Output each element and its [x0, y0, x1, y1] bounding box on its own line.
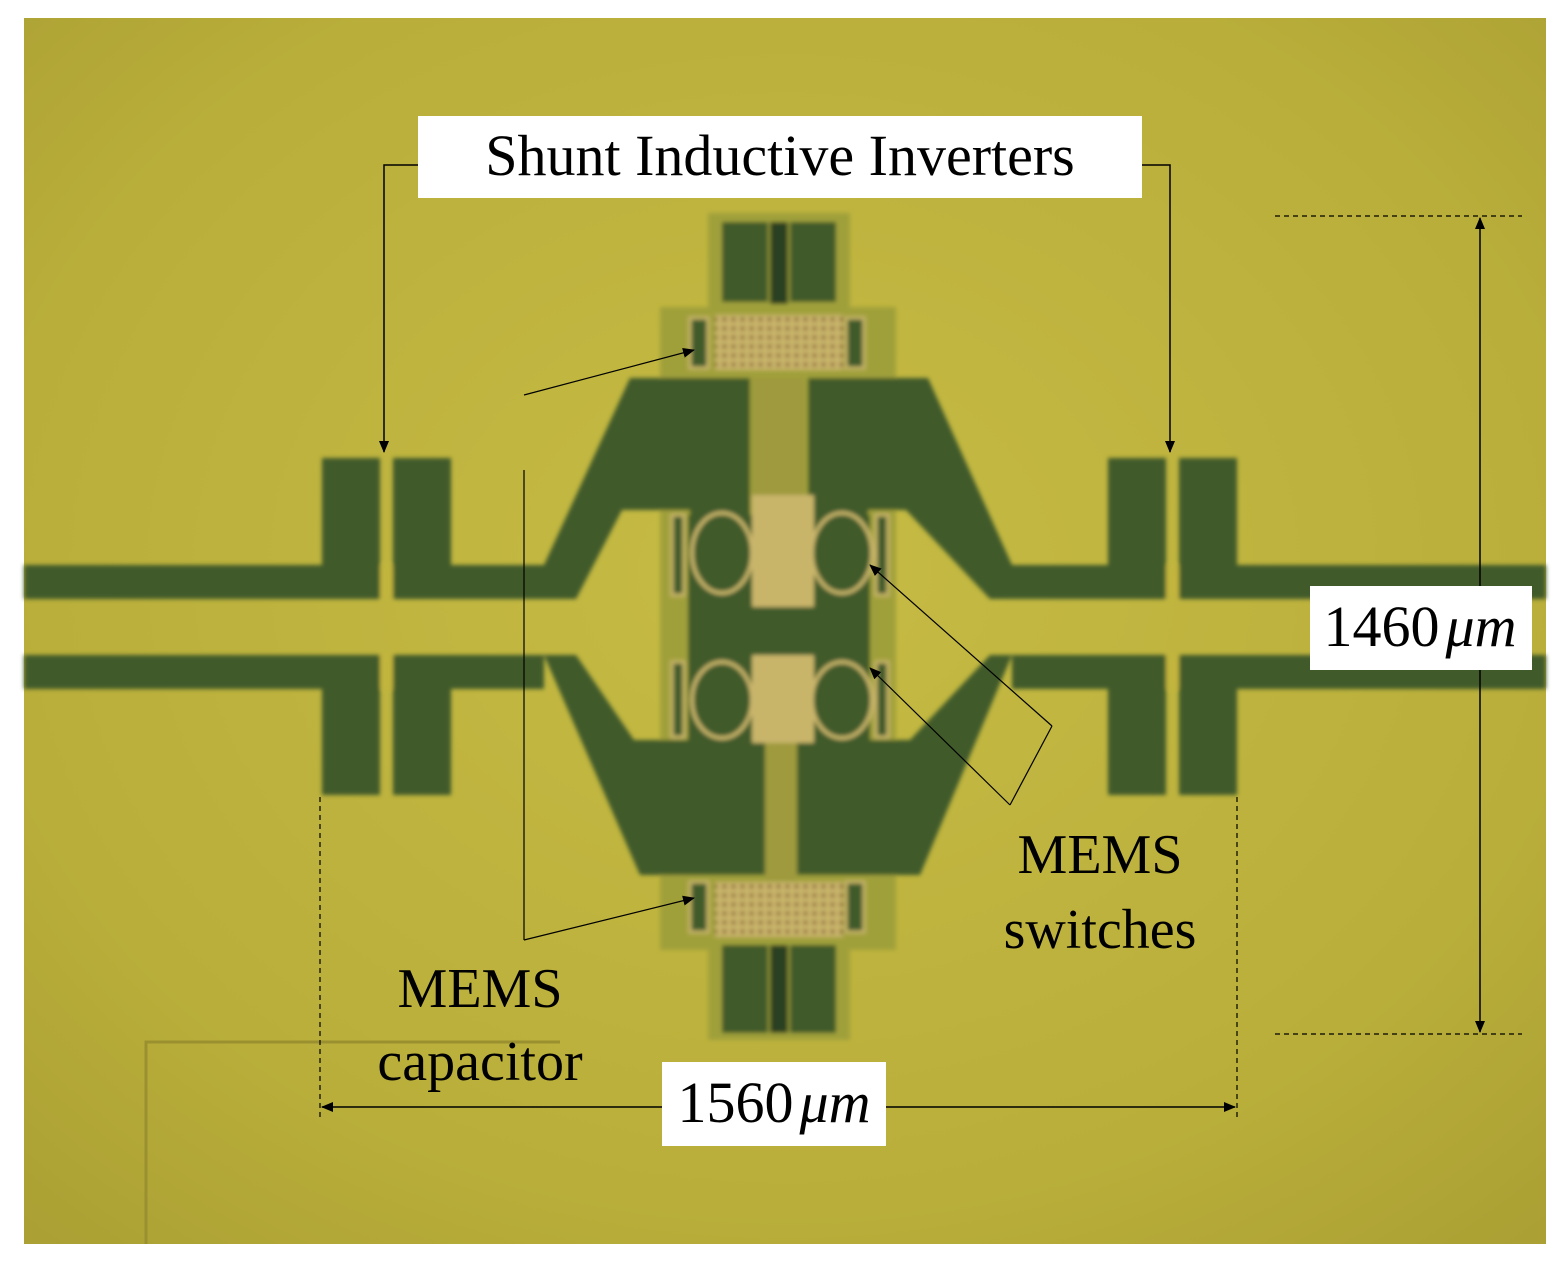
left-inverter-stub-bottom-1: [322, 685, 380, 795]
right-inverter-gap-top: [1166, 565, 1179, 599]
switches-label-line2: switches: [1004, 899, 1197, 961]
right-inverter-gap-bottom: [1166, 655, 1179, 689]
left-inverter-gap-top: [380, 565, 393, 599]
mems-switch-top-left-lobe: [690, 511, 754, 595]
capacitor-leader-top: [523, 347, 695, 396]
height-unit: μm: [1445, 594, 1517, 659]
mems-switch-bottom-center: [752, 655, 814, 743]
mems-switch-bottom-anchor-left: [670, 660, 686, 739]
stem-bottom-slot: [770, 945, 788, 1033]
annotations: [319, 164, 1522, 1118]
switches-leader-top: [869, 564, 1053, 727]
right-inverter-stub-top-1: [1108, 458, 1166, 570]
center-strip-bottom: [765, 740, 797, 880]
mems-switch-top-anchor-left: [670, 513, 686, 597]
resonator-bottom-left: [544, 655, 765, 875]
mems-capacitor-top-pad-right: [844, 316, 866, 370]
width-value: 1560: [678, 1070, 794, 1135]
left-inverter-stub-bottom-2: [393, 685, 451, 795]
width-label-box: [662, 1062, 886, 1146]
mems-switch-bottom-right-lobe: [810, 660, 874, 740]
mems-switch-bottom-left-lobe: [690, 660, 754, 740]
stem-top-left: [722, 222, 768, 302]
inverters-leader: [379, 164, 420, 453]
left-inverter-stub-top-2: [393, 458, 451, 570]
mems-capacitor-bottom-pad-right: [844, 880, 866, 934]
substrate-edge-line: [144, 1040, 560, 1244]
resonator-top-left: [544, 378, 750, 599]
mems-capacitor-top-mesh: [715, 315, 843, 370]
switches-leader-join: [1009, 725, 1053, 806]
stem-top-right: [790, 222, 836, 302]
switches-leader-bottom: [869, 667, 1011, 806]
mems-capacitor-top-pad-left: [688, 316, 710, 370]
inverters-label: Shunt Inductive Inverters: [485, 123, 1075, 188]
left-inverter-stub-top-1: [322, 458, 380, 570]
stem-top-slot: [770, 222, 788, 304]
mems-capacitor-bottom-mesh: [715, 882, 843, 937]
resonator-top-right: [808, 378, 1012, 599]
feedline-left-bottom: [24, 655, 544, 689]
mems-switch-top-anchor-right: [874, 513, 890, 597]
right-inverter-stub-bottom-2: [1179, 685, 1237, 795]
height-value: 1460: [1324, 594, 1440, 659]
inverters-label-box: [418, 116, 1142, 198]
switches-label-line1: MEMS: [1018, 824, 1183, 886]
mems-switch-top-right-lobe: [810, 511, 874, 595]
width-unit: μm: [799, 1070, 871, 1135]
right-inverter-stub-bottom-1: [1108, 685, 1166, 795]
right-inverter-stub-top-2: [1179, 458, 1237, 570]
mems-switch-top-center: [752, 495, 814, 607]
capacitor-leader-bottom: [523, 895, 695, 941]
feedline-left-top: [24, 565, 544, 599]
capacitor-label-line2: capacitor: [377, 1031, 583, 1093]
height-label-box: [1310, 586, 1532, 670]
stem-bottom-right: [790, 945, 836, 1033]
mems-capacitor-bottom-pad-left: [688, 880, 710, 934]
left-inverter-gap-bottom: [380, 655, 393, 689]
filter-circuit: [24, 213, 1546, 1040]
resonator-bottom-right: [795, 655, 1012, 875]
inverters-leader-right: [1142, 164, 1175, 453]
mems-switch-bottom-anchor-right: [874, 660, 890, 739]
capacitor-label-line1: MEMS: [398, 958, 563, 1020]
center-strip-top: [752, 378, 804, 498]
stem-bottom-left: [722, 945, 768, 1033]
